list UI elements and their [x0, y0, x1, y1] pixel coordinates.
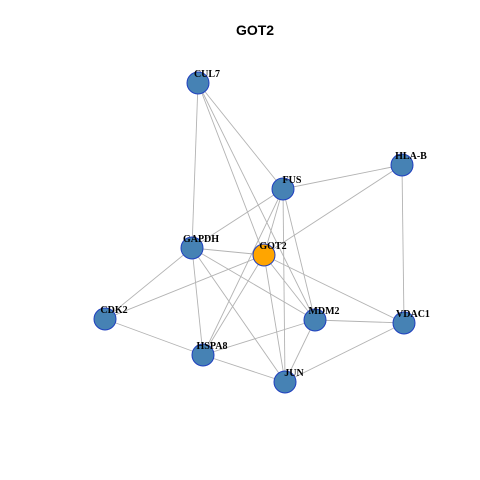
edge-hla-b-got2 [263, 164, 403, 256]
node-vdac1 [392, 311, 416, 335]
node-jun [273, 370, 297, 394]
edge-gapdh-mdm2 [191, 247, 316, 321]
edge-fus-jun [282, 188, 286, 383]
edge-hla-b-fus [282, 164, 403, 190]
edge-got2-mdm2 [263, 254, 316, 321]
node-label-jun: JUN [284, 368, 304, 379]
node-gapdh [180, 236, 204, 260]
edge-fus-gapdh [191, 188, 284, 249]
edge-got2-hspa8 [202, 254, 265, 356]
edge-got2-jun [263, 254, 286, 383]
edge-hla-b-vdac1 [401, 164, 405, 324]
edge-gapdh-cdk2 [104, 247, 193, 320]
node-fus [271, 177, 295, 201]
edge-gapdh-got2 [191, 247, 265, 256]
edge-cul7-fus [197, 82, 284, 190]
edge-cdk2-hspa8 [104, 318, 204, 356]
edge-fus-mdm2 [282, 188, 316, 321]
graph-title: GOT2 [236, 22, 274, 38]
node-label-hspa8: HSPA8 [197, 341, 228, 352]
edge-gapdh-jun [191, 247, 286, 383]
edge-cul7-got2 [197, 82, 265, 256]
edge-cul7-mdm2 [197, 82, 316, 321]
edge-jun-vdac1 [284, 322, 405, 383]
edge-layer [104, 82, 405, 383]
node-label-got2: GOT2 [259, 241, 286, 252]
node-label-vdac1: VDAC1 [396, 309, 430, 320]
node-label-cul7: CUL7 [194, 69, 220, 80]
edge-got2-vdac1 [263, 254, 405, 324]
edge-mdm2-vdac1 [314, 319, 405, 324]
edge-hspa8-jun [202, 354, 286, 383]
node-label-hla-b: HLA-B [395, 151, 427, 162]
node-hspa8 [191, 343, 215, 367]
node-hla-b [390, 153, 414, 177]
edge-fus-hspa8 [202, 188, 284, 356]
edge-cul7-gapdh [191, 82, 199, 249]
node-label-gapdh: GAPDH [183, 234, 219, 245]
node-mdm2 [303, 308, 327, 332]
node-cul7 [186, 71, 210, 95]
node-cdk2 [93, 307, 117, 331]
edge-gapdh-hspa8 [191, 247, 204, 356]
node-label-fus: FUS [283, 175, 302, 186]
node-label-cdk2: CDK2 [100, 305, 127, 316]
node-layer [93, 71, 416, 394]
edge-mdm2-hspa8 [202, 319, 316, 356]
edge-got2-cdk2 [104, 254, 265, 320]
node-got2 [252, 243, 276, 267]
node-label-mdm2: MDM2 [308, 306, 339, 317]
